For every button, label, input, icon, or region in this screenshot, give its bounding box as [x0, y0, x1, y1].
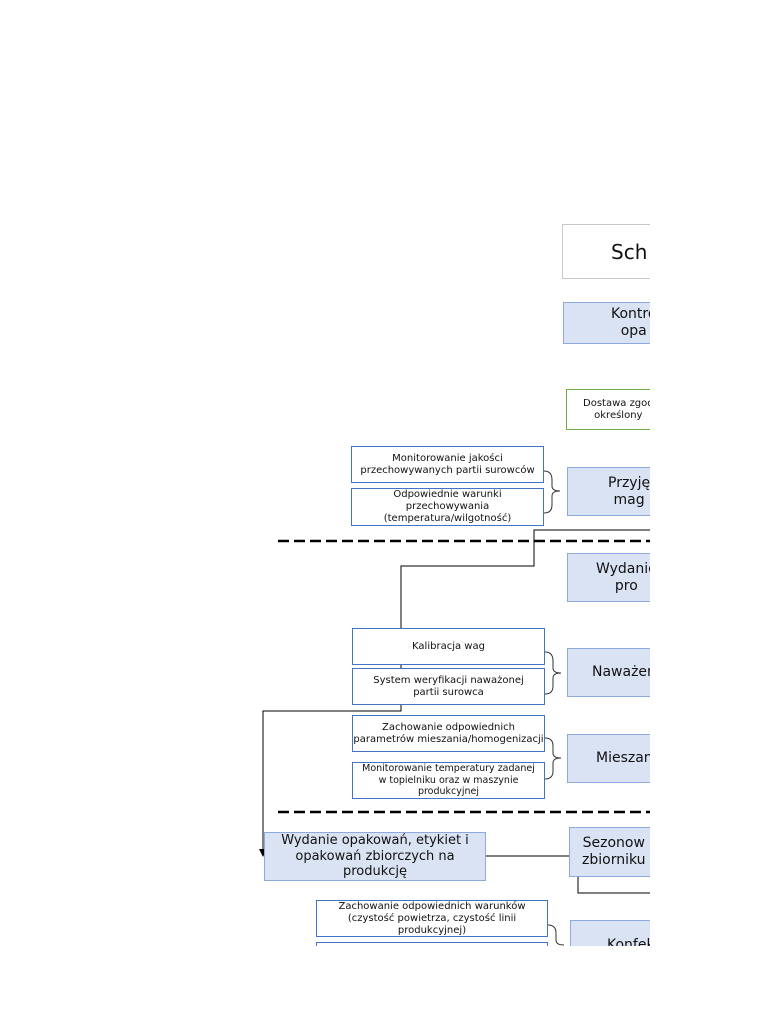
note-system-weryfikacji: System weryfikacji naważonej partii suro… — [352, 668, 545, 705]
step-mieszanie: Mieszan — [567, 734, 650, 783]
connector-layer — [259, 470, 650, 946]
step-wydanie-pro: Wydanie pro — [567, 553, 650, 602]
brace-konfek — [547, 924, 565, 946]
note-warunki-czystosc: Zachowanie odpowiednich warunków (czysto… — [316, 900, 548, 937]
step-dostawa: Dostawa zgod określony — [566, 389, 650, 430]
brace-przyjecie — [543, 470, 561, 514]
connector-przyjecie-to-wydanie-opakowan — [262, 529, 650, 850]
note-monitorowanie-temperatury: Monitorowanie temperatury zadanej w topi… — [352, 762, 545, 799]
step-wydanie-opakowan: Wydanie opakowań, etykiet i opakowań zbi… — [264, 832, 486, 881]
note-monitorowanie-jakosci: Monitorowanie jakości przechowywanych pa… — [351, 446, 544, 483]
note-kalibracja: Kalibracja wag — [352, 628, 545, 665]
diagram-title: Sch — [562, 224, 650, 279]
note-cut-off — [316, 942, 548, 946]
step-sezonow: Sezonow zbiorniku — [569, 827, 650, 877]
note-warunki-przechowywania: Odpowiednie warunki przechowywania (temp… — [351, 488, 544, 526]
step-przyjecie: Przyję mag — [567, 467, 650, 516]
step-nawazenie: Naważen — [567, 648, 650, 697]
step-konfek: Konfek — [570, 920, 650, 946]
note-parametry-mieszania: Zachowanie odpowiednich parametrów miesz… — [352, 715, 545, 752]
brace-mieszanie — [544, 737, 562, 780]
brace-nawazenie — [544, 651, 562, 695]
